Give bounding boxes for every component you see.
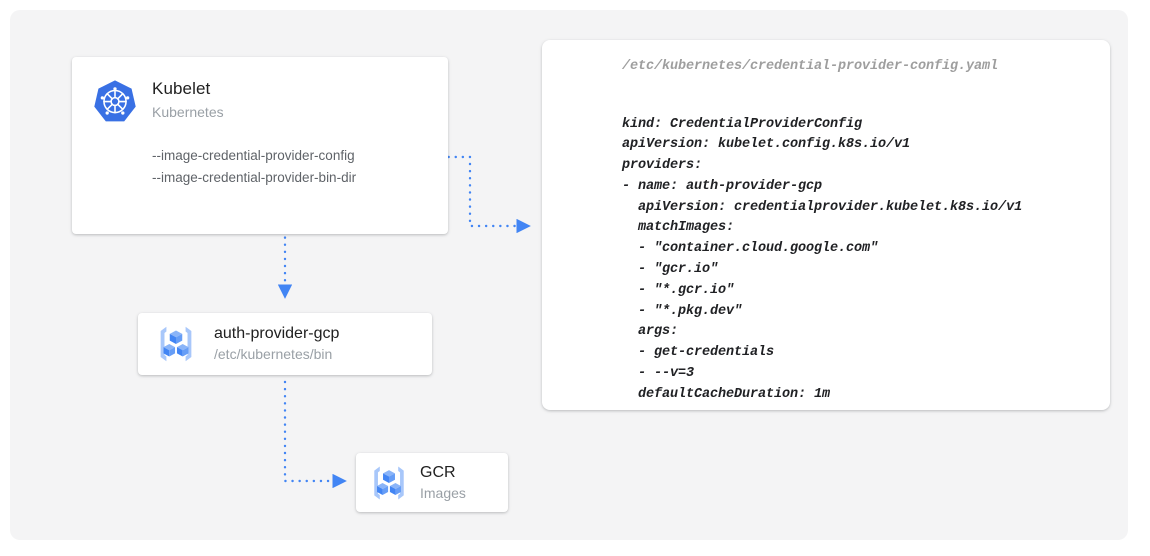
gcr-card[interactable]: GCR Images (356, 453, 508, 512)
auth-provider-gcp-text: auth-provider-gcp /etc/kubernetes/bin (214, 324, 339, 364)
auth-provider-gcp-subtitle: /etc/kubernetes/bin (214, 346, 333, 362)
kubelet-flag-bin-dir: --image-credential-provider-bin-dir (152, 170, 357, 185)
yaml-file-path: /etc/kubernetes/credential-provider-conf… (622, 59, 999, 74)
container-registry-icon (374, 465, 404, 500)
gcr-text: GCR Images (420, 463, 466, 503)
gcr-subtitle: Images (420, 484, 466, 501)
gcr-title: GCR (420, 463, 456, 481)
kubelet-title: Kubelet (152, 79, 211, 98)
kubernetes-logo-icon (94, 80, 136, 122)
yaml-content: kind: CredentialProviderConfig apiVersio… (622, 116, 1023, 402)
kubelet-flag-config: --image-credential-provider-config (152, 148, 355, 163)
credential-provider-config-panel[interactable]: /etc/kubernetes/credential-provider-conf… (542, 40, 1110, 410)
kubelet-card[interactable]: Kubelet Kubernetes --image-credential-pr… (72, 57, 448, 234)
container-registry-icon (160, 326, 192, 362)
auth-provider-gcp-card[interactable]: auth-provider-gcp /etc/kubernetes/bin (138, 313, 432, 375)
kubelet-flags: --image-credential-provider-config --ima… (152, 145, 356, 189)
kubelet-subtitle: Kubernetes (152, 104, 224, 120)
auth-provider-gcp-title: auth-provider-gcp (214, 325, 340, 342)
